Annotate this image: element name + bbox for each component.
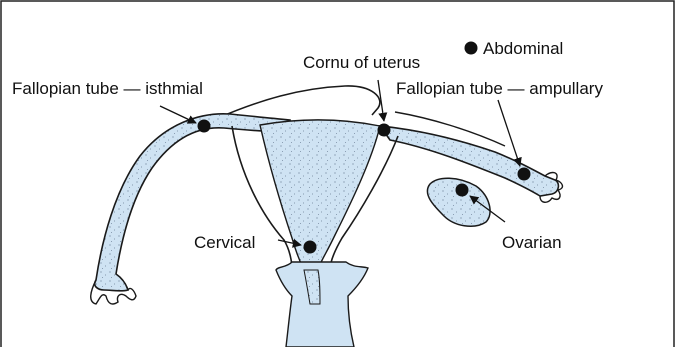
uterine-body [260, 120, 380, 270]
ovarian-site-marker [456, 184, 469, 197]
ampullary-site-marker [518, 168, 531, 181]
isthmial-site-marker [198, 120, 211, 133]
isthmial-arrow [160, 106, 196, 123]
cornual-site-marker [378, 124, 391, 137]
ampullary-label: Fallopian tube — ampullary [396, 79, 603, 98]
abdominal-site-marker [465, 42, 478, 55]
ovarian-label: Ovarian [502, 233, 562, 252]
cervical-label: Cervical [194, 233, 255, 252]
uterus-outline [218, 86, 380, 118]
abdominal-label: Abdominal [483, 39, 563, 58]
cornu-label: Cornu of uterus [303, 53, 420, 72]
cornu-arrow [378, 80, 384, 121]
cervical-site-marker [304, 241, 317, 254]
isthmial-label: Fallopian tube — isthmial [12, 79, 203, 98]
left-fallopian-tube [95, 114, 290, 291]
cervix-vagina [276, 262, 368, 347]
